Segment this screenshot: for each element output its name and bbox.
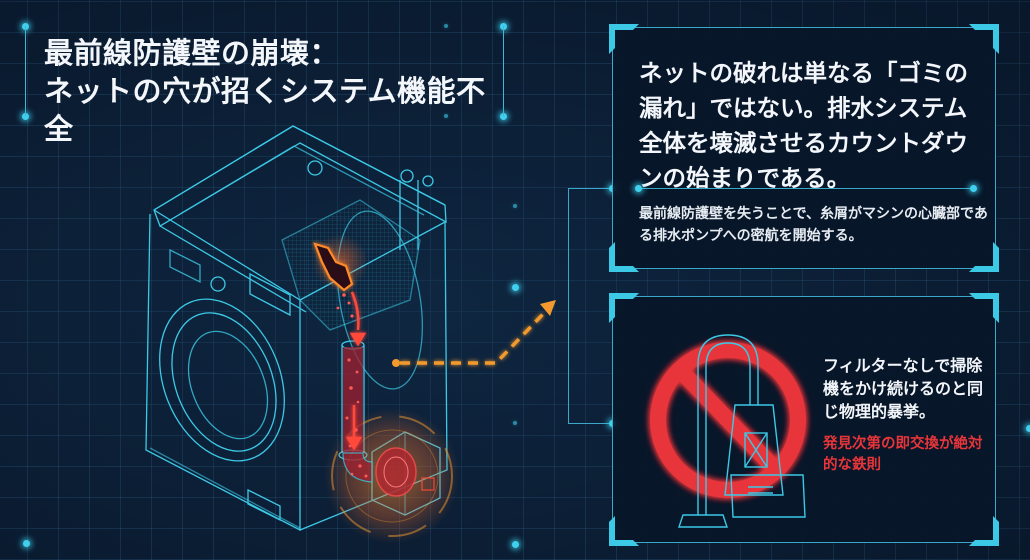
panel-divider bbox=[635, 185, 977, 192]
prohibited-vacuum-cleaner-icon bbox=[650, 334, 806, 528]
grid-node-dot bbox=[513, 421, 517, 425]
panel-corner-bracket bbox=[973, 520, 999, 546]
page-title-line-2: ネットの穴が招くシステム機能不全 bbox=[44, 74, 486, 146]
washing-machine-wireframe bbox=[145, 125, 448, 532]
page-title-line-1: 最前線防護壁の崩壊： bbox=[44, 36, 340, 70]
title-bracket-right-line bbox=[503, 26, 504, 116]
panel-corner-bracket bbox=[609, 246, 635, 272]
prohibition-sign-icon bbox=[650, 342, 806, 498]
lint-flow-arrows bbox=[345, 291, 367, 451]
panel-body-text: 最前線防護壁を失うことで、糸屑がマシンの心臓部である排水ポンプへの密航を開始する… bbox=[639, 206, 988, 244]
bottom-warning-panel: フィルターなしで掃除機をかけ続けるのと同じ物理的暴挙。 発見次第の即交換が絶対的… bbox=[612, 296, 996, 543]
panel-corner-bracket bbox=[973, 24, 999, 50]
divider-node-dot bbox=[635, 185, 642, 192]
grid-node-dot bbox=[512, 284, 519, 291]
grid-node-dot bbox=[23, 540, 30, 547]
top-info-panel: ネットの破れは単なる「ゴミの漏れ」ではない。排水システム全体を壊滅させるカウント… bbox=[612, 27, 996, 269]
analogy-description: フィルターなしで掃除機をかけ続けるのと同じ物理的暴挙。 bbox=[823, 356, 984, 421]
grid-node-dot bbox=[444, 114, 448, 118]
dashed-arrow-to-panels bbox=[392, 300, 556, 367]
panel-corner-bracket bbox=[973, 246, 999, 272]
connector-line bbox=[568, 188, 612, 189]
title-bracket: 最前線防護壁の崩壊： ネットの穴が招くシステム機能不全 bbox=[22, 22, 506, 146]
vacuum-cleaner-icon bbox=[678, 334, 806, 528]
title-bracket-left-line bbox=[25, 26, 26, 116]
connector-line bbox=[568, 423, 612, 424]
panel-headline: ネットの破れは単なる「ゴミの漏れ」ではない。排水システム全体を壊滅させるカウント… bbox=[639, 59, 968, 192]
grid-node-dot bbox=[513, 204, 517, 208]
panel-corner-bracket bbox=[973, 293, 999, 319]
grid-node-dot bbox=[1026, 425, 1030, 432]
divider-node-dot bbox=[970, 185, 977, 192]
warning-rule-text: 発見次第の即交換が絶対的な鉄則 bbox=[823, 436, 983, 473]
grid-node-dot bbox=[444, 24, 448, 28]
grid-node-dot bbox=[22, 113, 29, 120]
connector-line bbox=[568, 188, 569, 424]
panel-corner-bracket bbox=[609, 24, 635, 50]
page-title: 最前線防護壁の崩壊： ネットの穴が招くシステム機能不全 bbox=[44, 34, 506, 148]
torn-filter-net bbox=[313, 242, 354, 292]
lint-particles bbox=[336, 293, 354, 318]
drain-pipe-lint bbox=[342, 347, 373, 483]
grid-node-dot bbox=[500, 113, 507, 120]
drain-pump-impeller bbox=[375, 447, 417, 497]
grid-node-dot bbox=[512, 541, 519, 548]
